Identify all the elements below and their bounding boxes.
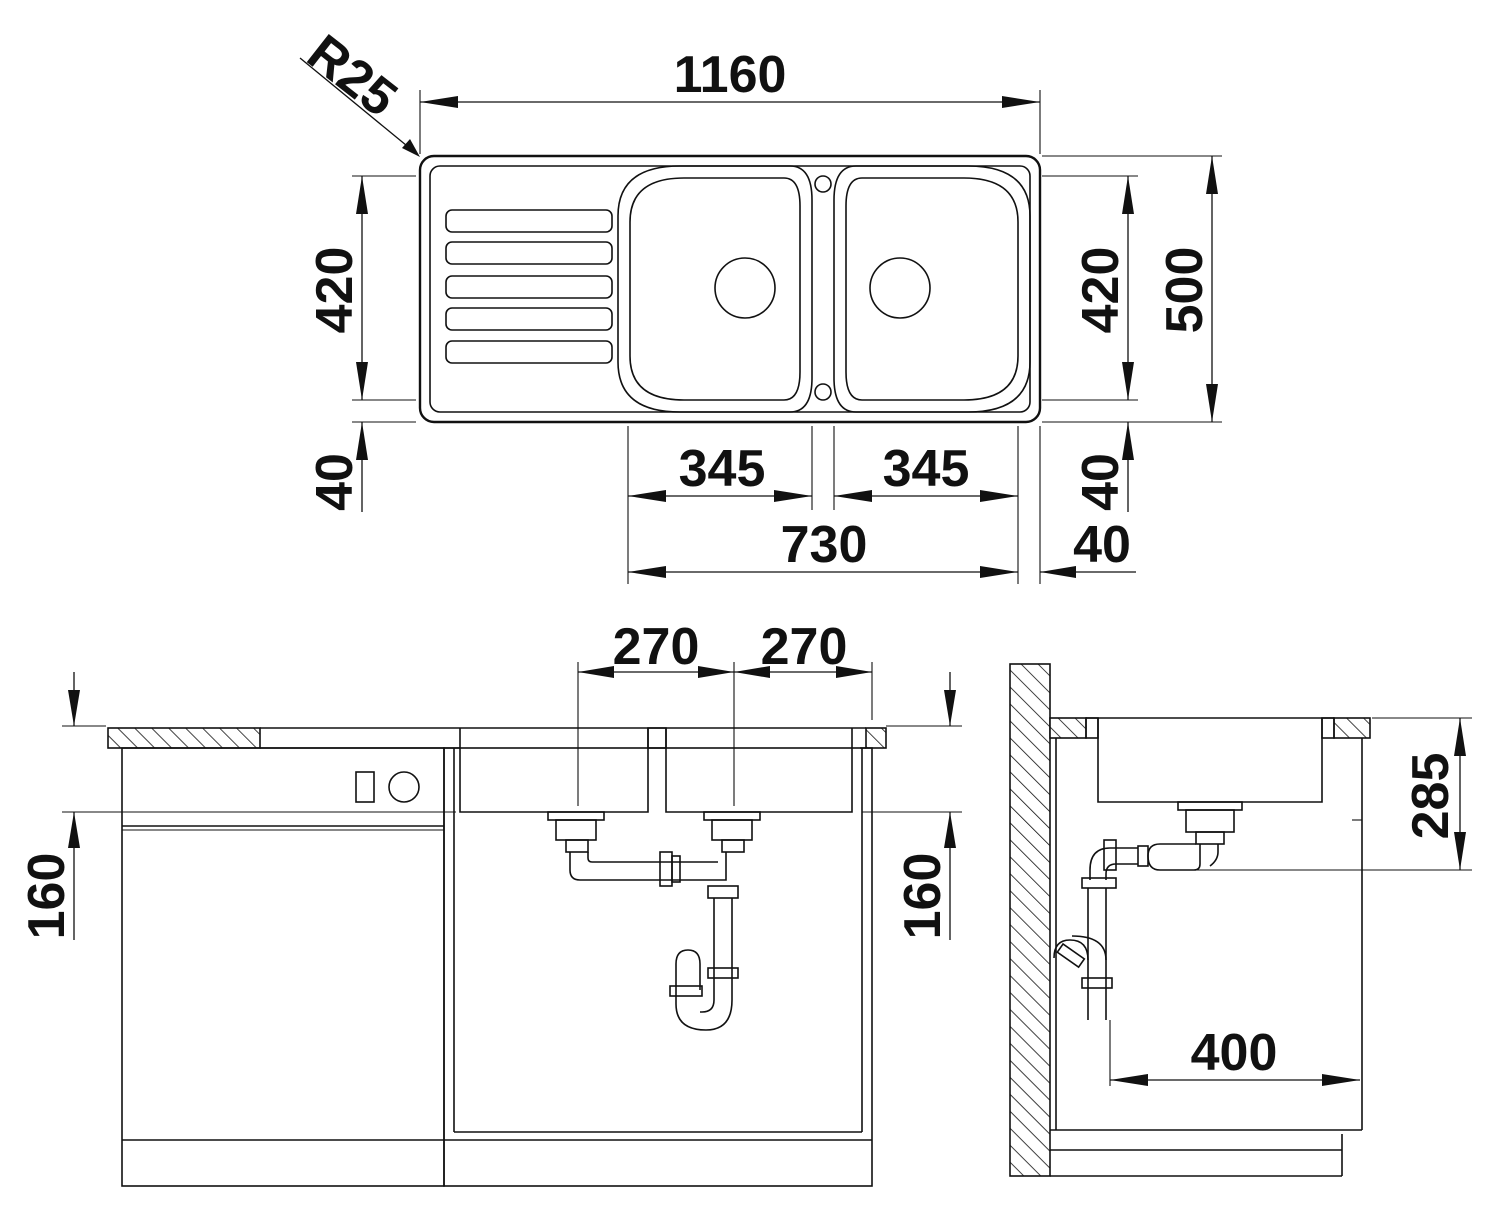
waste-pipe xyxy=(675,898,733,1031)
side-trap xyxy=(1053,935,1107,961)
wall xyxy=(1009,663,1051,1177)
trap-bend xyxy=(675,949,701,990)
bowl-width-left-label: 345 xyxy=(679,440,766,498)
bowls-total-width-label: 730 xyxy=(781,516,868,574)
side-worktop-back xyxy=(1049,717,1087,739)
radius-label: R25 xyxy=(297,24,408,128)
bowl-width-right-label: 345 xyxy=(883,440,970,498)
edge-right-label: 40 xyxy=(1072,453,1130,511)
side-view: 285 400 xyxy=(1009,663,1472,1177)
overflow-hole xyxy=(814,383,832,401)
front-bowl-left xyxy=(459,728,649,813)
drain-distance-label: 400 xyxy=(1191,1024,1278,1082)
left-bowl-outer xyxy=(617,165,813,413)
connector-pipe xyxy=(569,852,727,881)
edge-end-label: 40 xyxy=(1073,516,1131,574)
control-knob-square xyxy=(355,771,375,803)
side-vertical-pipe xyxy=(1087,888,1107,1020)
sink-inner-outline xyxy=(429,165,1031,413)
side-horizontal-pipe xyxy=(1089,847,1138,880)
drain-spacing-left-label: 270 xyxy=(613,618,700,676)
tap-hole xyxy=(814,175,832,193)
side-bowl xyxy=(1097,718,1323,803)
installation-depth-label: 285 xyxy=(1402,753,1460,840)
right-bowl-outer xyxy=(833,165,1031,413)
left-bowl-inner xyxy=(629,177,801,401)
right-bowl-inner xyxy=(845,177,1019,401)
front-view: 270 270 160 160 xyxy=(18,618,962,1187)
top-view: R25 1160 420 40 420 40 xyxy=(297,24,1222,584)
bowl-depth-right-label: 420 xyxy=(1072,247,1130,334)
bowl-height-left-label: 160 xyxy=(18,853,76,940)
bowl-height-right-label: 160 xyxy=(894,853,952,940)
worktop-left xyxy=(107,727,261,749)
sink-outer-outline xyxy=(418,154,1042,424)
waste-fitting-left xyxy=(547,811,605,853)
front-bowl-right xyxy=(665,728,853,813)
side-outlet-pipe xyxy=(1147,843,1201,871)
right-bowl-drain xyxy=(869,257,931,319)
worktop-right xyxy=(865,727,887,749)
overall-depth-label: 500 xyxy=(1156,247,1214,334)
side-waste-fitting xyxy=(1177,801,1243,845)
sink-cabinet xyxy=(443,747,873,1187)
drainboard-grooves xyxy=(445,209,613,364)
waste-fitting-right xyxy=(703,811,761,853)
appliance-cabinet xyxy=(121,747,445,1187)
drain-spacing-right-label: 270 xyxy=(761,618,848,676)
bowl-depth-left-label: 420 xyxy=(306,247,364,334)
edge-left-label: 40 xyxy=(306,453,364,511)
left-bowl-drain xyxy=(714,257,776,319)
control-knob-round xyxy=(388,771,420,803)
overall-width-label: 1160 xyxy=(674,46,787,104)
side-worktop-front xyxy=(1333,717,1371,739)
